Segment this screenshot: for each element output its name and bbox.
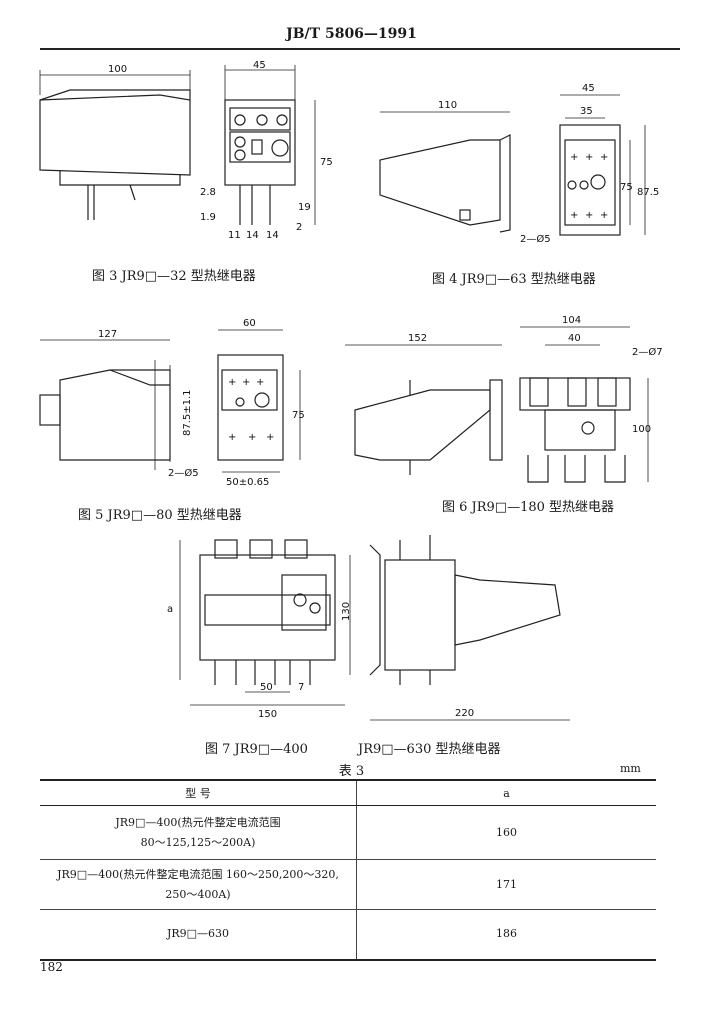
svg-text:a: a [167,604,173,615]
fig5-drawing: 127 87.5±1.1 + + + + + + 60 75 2—Ø5 50±0.65 [39,318,305,488]
header-a: a [356,779,656,806]
svg-text:+: + [266,432,274,443]
svg-text:+: + [248,432,256,443]
table-row: JR9□—400(热元件整定电流范围 80～125,125～200A) 160 [40,805,656,860]
svg-text:+: + [570,210,578,221]
svg-text:1.9: 1.9 [200,212,216,223]
svg-text:2—Ø7: 2—Ø7 [632,346,663,358]
svg-text:+: + [600,152,608,163]
table-row: JR9□—400(热元件整定电流范围 160～250,200～320, 250～… [40,859,656,910]
page-number: 182 [40,960,63,974]
table-title: 表 3 [338,764,365,779]
model-line1: JR9□—400(热元件整定电流范围 [115,815,281,829]
svg-text:75: 75 [320,157,333,168]
svg-text:45: 45 [253,60,266,71]
svg-text:+: + [228,432,236,443]
table-row: JR9□—630 186 [40,909,656,961]
svg-text:127: 127 [98,329,117,340]
svg-text:+: + [242,377,250,388]
svg-text:+: + [570,152,578,163]
model-line1: JR9□—630 [166,927,230,941]
svg-text:7: 7 [298,682,304,693]
technical-drawings: 100 45 75 2.8 1.9 19 2 11 14 14 110 + + + … [39,60,663,721]
svg-text:100: 100 [632,424,651,435]
header-model: 型 号 [40,779,357,806]
fig3-drawing: 100 45 75 2.8 1.9 19 2 11 14 14 [39,60,333,241]
svg-text:2.8: 2.8 [200,187,216,198]
fig5-caption: 图 5 JR9□—80 型热继电器 [78,508,242,523]
table-unit: mm [620,762,641,775]
a-value: 171 [356,859,656,910]
fig4-drawing: 110 + + + + + + 45 35 75 87.5 2—Ø5 [379,83,659,245]
fig7-caption: 图 7 JR9□—400 [205,742,308,757]
svg-text:87.5: 87.5 [637,187,659,198]
svg-text:75: 75 [292,410,305,421]
fig6-drawing: 152 104 40 2—Ø7 100 [345,315,663,483]
fig3-dim-100: 100 [108,64,127,75]
model-line2: 80～125,125～200A) [140,835,256,849]
svg-text:2—Ø5: 2—Ø5 [520,233,551,245]
svg-text:2: 2 [296,222,302,233]
svg-text:110: 110 [438,100,457,111]
fig3-caption: 图 3 JR9□—32 型热继电器 [92,269,256,284]
svg-text:50: 50 [260,682,273,693]
svg-text:130: 130 [341,602,352,621]
svg-text:50±0.65: 50±0.65 [226,477,269,488]
fig7-drawing: a 50 7 150 130 220 [167,535,570,721]
a-value: 186 [356,909,656,961]
document-header: JB/T 5806—1991 [286,26,417,42]
svg-text:+: + [600,210,608,221]
svg-text:104: 104 [562,315,581,326]
svg-text:+: + [228,377,236,388]
svg-text:14: 14 [246,230,259,241]
svg-text:45: 45 [582,83,595,94]
fig7-caption-2: JR9□—630 型热继电器 [358,742,501,757]
svg-text:14: 14 [266,230,279,241]
svg-text:40: 40 [568,333,581,344]
svg-text:2—Ø5: 2—Ø5 [168,467,199,479]
svg-text:11: 11 [228,230,241,241]
svg-text:75: 75 [620,182,633,193]
svg-text:+: + [256,377,264,388]
svg-text:19: 19 [298,202,311,213]
svg-text:60: 60 [243,318,256,329]
svg-text:+: + [585,210,593,221]
spec-table: 型 号 a JR9□—400(热元件整定电流范围 80～125,125～200A… [40,779,656,961]
model-line2: 250～400A) [165,887,231,901]
svg-text:150: 150 [258,709,277,720]
a-value: 160 [356,805,656,860]
svg-text:220: 220 [455,708,474,719]
model-line1: JR9□—400(热元件整定电流范围 160～250,200～320, [57,867,339,881]
svg-text:87.5±1.1: 87.5±1.1 [182,389,193,436]
fig6-caption: 图 6 JR9□—180 型热继电器 [442,500,615,515]
svg-text:152: 152 [408,333,427,344]
fig4-caption: 图 4 JR9□—63 型热继电器 [432,272,596,287]
svg-text:+: + [585,152,593,163]
table-header-row: 型 号 a [40,779,656,806]
header-rule [40,48,680,50]
svg-text:35: 35 [580,106,593,117]
